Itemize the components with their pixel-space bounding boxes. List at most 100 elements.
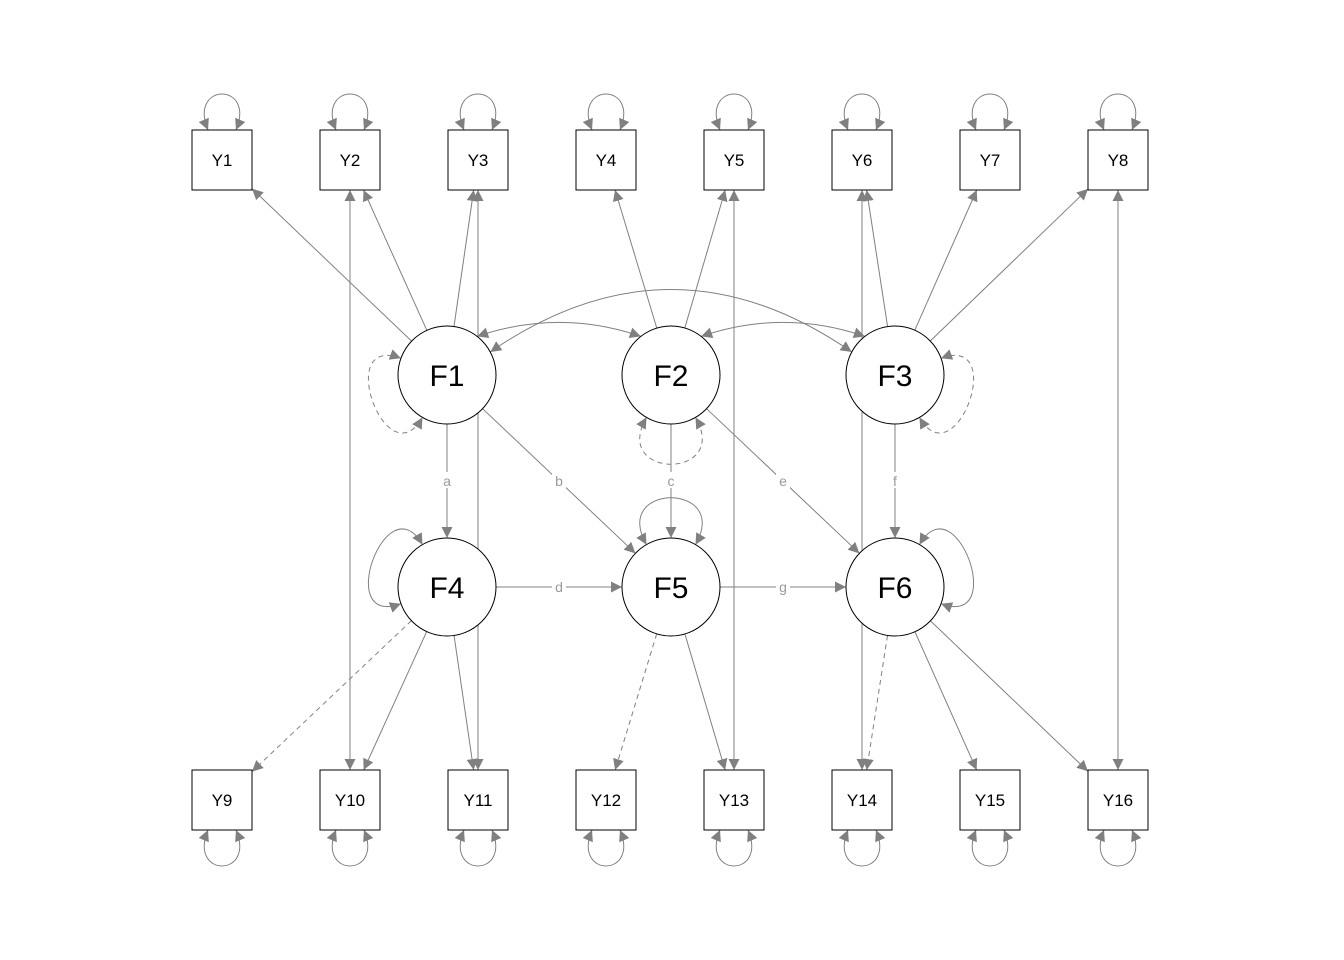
manifest-label: Y9 bbox=[212, 791, 233, 810]
latent-label: F1 bbox=[429, 360, 464, 393]
latent-circle bbox=[397, 537, 497, 637]
manifest-label: Y1 bbox=[212, 151, 233, 170]
edge-label-c: c bbox=[668, 473, 675, 489]
latent-label: F2 bbox=[653, 360, 688, 393]
edge-label-bg-a bbox=[440, 472, 454, 488]
manifest-label: Y11 bbox=[464, 791, 493, 810]
manifest-label: Y7 bbox=[980, 151, 1001, 170]
manifest-label: Y14 bbox=[847, 791, 877, 810]
latent-label: F3 bbox=[877, 360, 912, 393]
self-loop-f5 bbox=[636, 497, 706, 545]
latent-circle bbox=[621, 537, 721, 637]
latent-node-f5: F5 bbox=[621, 537, 721, 637]
manifest-node-y7: Y7 bbox=[959, 129, 1021, 191]
self-loop-f1 bbox=[367, 349, 423, 434]
manifest-node-y12: Y12 bbox=[575, 769, 637, 831]
manifest-label: Y4 bbox=[596, 151, 617, 170]
manifest-box bbox=[1087, 129, 1149, 191]
self-loop-y2 bbox=[326, 93, 374, 131]
self-loops-layer bbox=[198, 93, 1142, 867]
self-loop-y7 bbox=[966, 93, 1014, 131]
edge-label-bg-e bbox=[776, 472, 790, 488]
edge-f2-y5 bbox=[684, 189, 728, 329]
self-loop-y15 bbox=[966, 829, 1014, 867]
manifest-box bbox=[959, 129, 1021, 191]
self-loop-y14 bbox=[838, 829, 886, 867]
latent-circle bbox=[621, 325, 721, 425]
manifest-label: Y10 bbox=[335, 791, 365, 810]
manifest-node-y10: Y10 bbox=[319, 769, 381, 831]
edge-f1-y1 bbox=[251, 188, 412, 342]
self-loop-f6 bbox=[919, 528, 975, 613]
edge-label-f: f bbox=[893, 473, 897, 489]
edge-f1-f3 bbox=[489, 289, 853, 353]
manifest-label: Y3 bbox=[468, 151, 489, 170]
self-loop-y1 bbox=[198, 93, 246, 131]
manifest-box bbox=[319, 769, 381, 831]
manifest-node-y2: Y2 bbox=[319, 129, 381, 191]
self-loop-y8 bbox=[1094, 93, 1142, 131]
latent-node-f2: F2 bbox=[621, 325, 721, 425]
manifest-label: Y6 bbox=[852, 151, 873, 170]
latent-circle bbox=[397, 325, 497, 425]
manifest-box bbox=[703, 129, 765, 191]
manifest-node-y14: Y14 bbox=[831, 769, 893, 831]
self-loop-f4 bbox=[367, 528, 423, 613]
edge-f2-y4 bbox=[612, 189, 658, 329]
latent-label: F5 bbox=[653, 572, 688, 605]
edge-label-bg-d bbox=[552, 578, 566, 594]
manifest-box bbox=[831, 769, 893, 831]
self-loop-y4 bbox=[582, 93, 630, 131]
manifest-label: Y13 bbox=[719, 791, 749, 810]
edge-f1-f2 bbox=[477, 321, 641, 339]
edge-f4-y9 bbox=[251, 620, 412, 772]
manifest-node-y16: Y16 bbox=[1087, 769, 1149, 831]
edge-f1-y2 bbox=[363, 189, 428, 331]
manifest-box bbox=[959, 769, 1021, 831]
edge-label-e: e bbox=[779, 473, 787, 489]
edge-f6-y14 bbox=[862, 635, 888, 771]
self-loop-y13 bbox=[710, 829, 758, 867]
manifest-box bbox=[575, 129, 637, 191]
edge-f6-y16 bbox=[930, 620, 1089, 772]
edge-label-bg-g bbox=[776, 578, 790, 594]
edge-f1-y3 bbox=[453, 189, 478, 327]
manifest-label: Y15 bbox=[975, 791, 1005, 810]
edge-label-b: b bbox=[555, 473, 563, 489]
manifest-label: Y12 bbox=[591, 791, 621, 810]
manifest-box bbox=[575, 769, 637, 831]
manifest-node-y4: Y4 bbox=[575, 129, 637, 191]
latent-node-f6: F6 bbox=[845, 537, 945, 637]
manifest-label: Y5 bbox=[724, 151, 745, 170]
edge-label-bg-c bbox=[664, 472, 678, 488]
latent-circle bbox=[845, 537, 945, 637]
manifest-box bbox=[191, 129, 253, 191]
edge-label-d: d bbox=[555, 579, 563, 595]
latent-label: F4 bbox=[429, 572, 464, 605]
manifest-node-y3: Y3 bbox=[447, 129, 509, 191]
edge-label-bg-b bbox=[552, 472, 566, 488]
edge-label-bg-f bbox=[888, 472, 902, 488]
edge-label-g: g bbox=[779, 579, 787, 595]
latent-node-f3: F3 bbox=[845, 325, 945, 425]
self-loop-y11 bbox=[454, 829, 502, 867]
self-loop-y9 bbox=[198, 829, 246, 867]
edge-f6-y15 bbox=[914, 631, 978, 771]
edge-f3-y7 bbox=[914, 189, 978, 331]
edge-label-a: a bbox=[443, 473, 451, 489]
manifest-node-y13: Y13 bbox=[703, 769, 765, 831]
manifest-label: Y2 bbox=[340, 151, 361, 170]
self-loop-y10 bbox=[326, 829, 374, 867]
self-loop-f3 bbox=[919, 349, 975, 434]
manifest-label: Y16 bbox=[1103, 791, 1133, 810]
self-loop-y3 bbox=[454, 93, 502, 131]
latent-node-f1: F1 bbox=[397, 325, 497, 425]
latent-node-f4: F4 bbox=[397, 537, 497, 637]
self-loop-y16 bbox=[1094, 829, 1142, 867]
manifest-node-y5: Y5 bbox=[703, 129, 765, 191]
manifest-box bbox=[319, 129, 381, 191]
manifest-node-y6: Y6 bbox=[831, 129, 893, 191]
edge-f5-y12 bbox=[613, 633, 658, 771]
self-loop-y6 bbox=[838, 93, 886, 131]
